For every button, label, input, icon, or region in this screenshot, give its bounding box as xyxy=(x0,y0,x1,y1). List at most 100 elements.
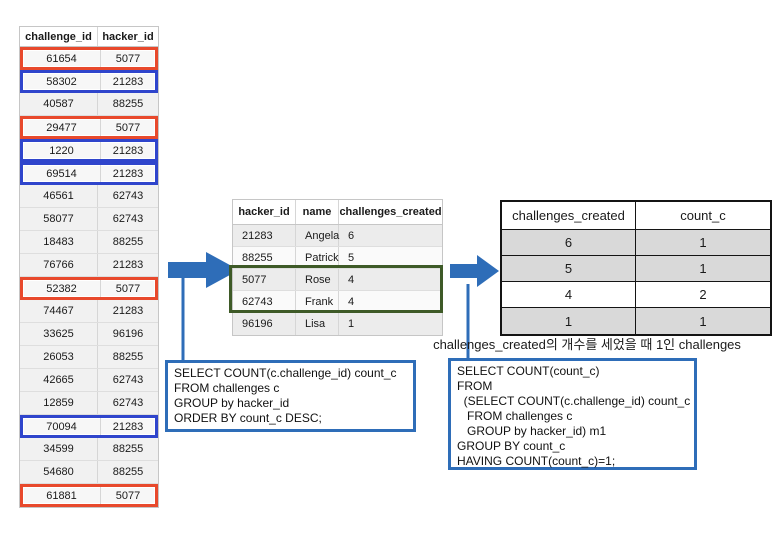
table-cell: 46561 xyxy=(20,185,98,207)
table-row: 1220 21283 xyxy=(20,139,158,162)
table-cell: 1 xyxy=(699,261,707,276)
table-row: 61654 5077 xyxy=(20,47,158,70)
table-cell: 5 xyxy=(502,256,636,281)
table-row: 70094 21283 xyxy=(20,415,158,438)
table-row: 18483 88255 xyxy=(20,231,158,254)
table-cell: 21283 xyxy=(112,144,144,157)
table-cell: 2 xyxy=(699,287,707,302)
table-row: 52382 5077 xyxy=(20,277,158,300)
table-cell: 40587 xyxy=(20,93,98,115)
result-caption: challenges_created의 개수를 세었을 때 1인 challen… xyxy=(433,337,741,352)
table-cell: Angela xyxy=(296,225,339,246)
table-cell: 6 xyxy=(348,229,355,242)
column-header: hacker_id xyxy=(102,30,154,43)
table-cell: 62743 xyxy=(112,190,144,202)
table-cell: 5077 xyxy=(233,269,296,290)
table-header-row: challenge_id hacker_id xyxy=(20,27,158,47)
table-cell: 5 xyxy=(348,251,355,264)
column-header: hacker_id xyxy=(233,200,296,224)
table-cell: 1 xyxy=(699,235,707,250)
table-cell: 76766 xyxy=(20,254,98,276)
table-cell: 5077 xyxy=(115,52,141,65)
column-header: name xyxy=(296,200,339,224)
table-cell: Lisa xyxy=(296,313,339,335)
table-row: 58077 62743 xyxy=(20,208,158,231)
table-cell: 88255 xyxy=(112,443,144,455)
table-cell: 6 xyxy=(502,230,636,255)
table-cell: 88255 xyxy=(112,351,144,363)
sql-query-text: SELECT COUNT(count_c) FROM (SELECT COUNT… xyxy=(457,364,691,468)
table-cell: 1 xyxy=(348,318,355,330)
table-cell: Rose xyxy=(296,269,339,290)
table-cell: 58077 xyxy=(20,208,98,230)
table-cell: Patrick xyxy=(296,247,339,268)
table-row: 33625 96196 xyxy=(20,323,158,346)
arrow-right-icon xyxy=(168,252,239,288)
table-cell: 29477 xyxy=(23,119,101,136)
table-row: 42665 62743 xyxy=(20,369,158,392)
table-cell: 4 xyxy=(348,295,355,308)
table-row: 34599 88255 xyxy=(20,438,158,461)
table-cell: 5077 xyxy=(115,489,141,502)
table-cell: 96196 xyxy=(112,328,144,340)
table-cell: 61881 xyxy=(23,487,101,504)
table-row: 61881 5077 xyxy=(20,484,158,507)
table-cell: 1 xyxy=(502,308,636,334)
table-header-row: challenges_created count_c xyxy=(502,202,770,230)
challenges-raw-table: challenge_id hacker_id 61654 5077 58302 212… xyxy=(19,26,159,508)
table-cell: 33625 xyxy=(20,323,98,345)
table-row: 76766 21283 xyxy=(20,254,158,277)
table-cell: 21283 xyxy=(112,75,144,88)
table-cell: 58302 xyxy=(23,73,101,90)
table-cell: 21283 xyxy=(112,259,144,271)
table-cell: 62743 xyxy=(112,213,144,225)
table-cell: 74467 xyxy=(20,300,98,322)
arrow-right-icon xyxy=(450,255,499,287)
table-cell: 70094 xyxy=(23,418,101,435)
table-cell: 5077 xyxy=(115,121,141,134)
table-cell: 18483 xyxy=(20,231,98,253)
table-cell: 1220 xyxy=(23,142,101,159)
table-row: 74467 21283 xyxy=(20,300,158,323)
table-cell: 1 xyxy=(699,313,707,329)
table-cell: 88255 xyxy=(233,247,296,268)
table-cell: 21283 xyxy=(112,305,144,317)
sql-query-box-1: SELECT COUNT(c.challenge_id) count_c FRO… xyxy=(165,360,416,432)
table-cell: 88255 xyxy=(112,98,144,110)
table-row: 40587 88255 xyxy=(20,93,158,116)
table-cell: 34599 xyxy=(20,438,98,460)
sql-query-text: SELECT COUNT(c.challenge_id) count_c FRO… xyxy=(174,366,397,425)
table-cell: 52382 xyxy=(23,280,101,297)
table-cell: 4 xyxy=(348,273,355,286)
table-cell: 62743 xyxy=(112,374,144,386)
column-header: count_c xyxy=(680,208,726,223)
table-cell: 62743 xyxy=(233,291,296,312)
table-cell: 96196 xyxy=(233,313,296,335)
sql-query-box-2: SELECT COUNT(count_c) FROM (SELECT COUNT… xyxy=(448,358,697,470)
table-cell: 61654 xyxy=(23,50,101,67)
table-cell: 5077 xyxy=(115,282,141,295)
table-header-row: hacker_id name challenges_created xyxy=(233,200,442,225)
table-cell: 21283 xyxy=(112,420,144,433)
table-row: 29477 5077 xyxy=(20,116,158,139)
column-header: challenges_created xyxy=(502,202,636,229)
table-cell: 42665 xyxy=(20,369,98,391)
table-cell: 69514 xyxy=(23,165,101,182)
table-cell: 4 xyxy=(502,282,636,307)
table-cell: 88255 xyxy=(112,236,144,248)
table-row: 58302 21283 xyxy=(20,70,158,93)
